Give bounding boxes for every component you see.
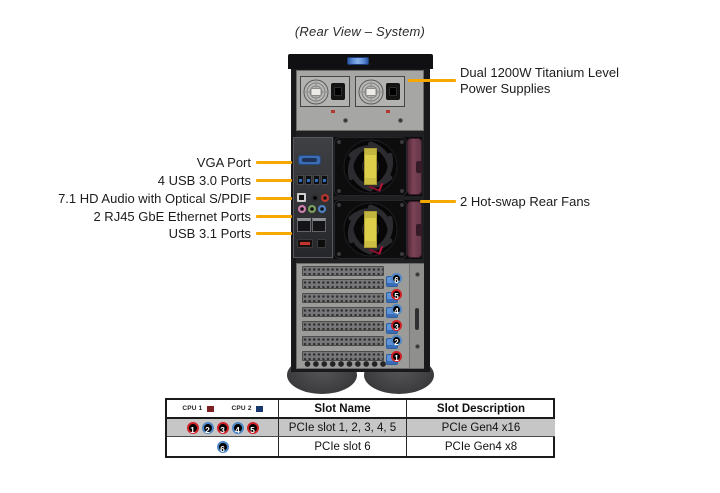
screw-icon — [343, 118, 348, 123]
callout-line — [256, 214, 292, 218]
callout-psu: Dual 1200W Titanium Level Power Supplies — [460, 65, 619, 97]
usb3-port-icon — [313, 175, 320, 185]
fan-warning-label — [364, 211, 377, 248]
callout-label: 7.1 HD Audio with Optical S/PDIF — [58, 190, 251, 206]
server-tower: 6 5 4 3 2 1 — [287, 54, 434, 394]
rear-fan-module — [333, 136, 423, 197]
psu-unit — [355, 76, 405, 113]
slot-number-badge: 1 — [186, 421, 199, 435]
usb3-port-icon — [321, 175, 328, 185]
callout-label: Dual 1200W Titanium Level — [460, 65, 619, 80]
usb31-port-icon — [297, 239, 313, 248]
usb3-port-icon — [305, 175, 312, 185]
pcie-slot-cover — [302, 336, 384, 346]
callout-line — [256, 231, 292, 235]
screw-icon — [415, 344, 420, 349]
slot-number-badge: 5 — [391, 289, 402, 301]
table-cell-slot-description: PCIe Gen4 x16 — [407, 419, 555, 437]
rail-slot — [415, 308, 419, 330]
rj45-port-icon — [297, 218, 311, 232]
pcie-slot-cover — [302, 279, 384, 289]
cpu2-color-swatch — [255, 405, 263, 412]
slot-number-badge: 2 — [391, 335, 402, 347]
callout-rj45: 2 RJ45 GbE Ethernet Ports — [93, 208, 292, 224]
pcie-slot-cover — [302, 293, 384, 303]
pcie-slot-cover — [302, 307, 384, 317]
slot-table: CPU 1 CPU 2 Slot Name Slot Description 1… — [165, 398, 555, 458]
slot-number-badge: 3 — [391, 320, 402, 332]
audio-jack-icon — [321, 194, 329, 202]
callout-label: USB 3.1 Ports — [168, 225, 251, 241]
psu-unit — [300, 76, 350, 113]
callout-usb31: USB 3.1 Ports — [169, 225, 292, 241]
psu-panel — [296, 70, 424, 131]
table-cell-slot-description: PCIe Gen4 x8 — [444, 440, 518, 453]
fan-warning-label — [364, 148, 377, 185]
callout-label: VGA Port — [196, 154, 251, 170]
table-cell-slot-name: PCIe slot 1, 2, 3, 4, 5 — [279, 419, 407, 437]
chassis-handle — [347, 57, 369, 65]
io-panel — [293, 137, 333, 258]
usb3-port-icon — [297, 175, 304, 185]
cpu2-legend-label: CPU 2 — [231, 405, 252, 412]
table-row-badges: 1 2 3 4 5 — [167, 419, 279, 437]
vga-port-icon — [298, 155, 321, 165]
screw-icon — [415, 272, 420, 277]
column-header-slot-name: Slot Name — [279, 400, 407, 419]
rj45-port-icon — [312, 218, 326, 232]
psu-switch — [331, 110, 335, 113]
callout-line — [256, 160, 292, 164]
slot-number-badge: 5 — [246, 421, 259, 435]
slot-number-badge: 4 — [231, 421, 244, 435]
psu-switch — [386, 110, 390, 113]
cpu-legend: CPU 1 CPU 2 — [167, 400, 279, 419]
optical-spdif-icon — [297, 193, 306, 202]
column-header-slot-description: Slot Description — [407, 400, 555, 419]
page-title: (Rear View – System) — [294, 24, 426, 39]
callout-line — [256, 196, 292, 200]
psu-fan-grille-icon — [303, 79, 329, 105]
table-row-badges: 6 — [167, 437, 279, 456]
callout-line — [256, 178, 292, 182]
slot-number-badge: 2 — [201, 421, 214, 435]
pcie-slot-panel: 6 5 4 3 2 1 — [296, 263, 424, 369]
cpu1-legend-label: CPU 1 — [182, 405, 203, 412]
rear-fan-module — [333, 199, 423, 260]
table-cell-slot-name: PCIe slot 6 — [279, 437, 407, 456]
screw-icon — [398, 118, 403, 123]
cpu1-color-swatch — [206, 405, 214, 412]
psu-fan-grille-icon — [358, 79, 384, 105]
chassis-rail — [409, 264, 424, 368]
pcie-slot-cover — [302, 321, 384, 331]
callout-label: 2 Hot-swap Rear Fans — [460, 194, 591, 209]
callout-usb30: 4 USB 3.0 Ports — [158, 172, 292, 188]
callout-label: 2 RJ45 GbE Ethernet Ports — [93, 208, 251, 224]
callout-line — [408, 79, 456, 82]
slot-number-badge: 4 — [391, 304, 402, 316]
audio-jack-icon — [298, 205, 306, 213]
pcie-slot-cover — [302, 266, 384, 276]
vent-holes — [304, 360, 388, 368]
callout-vga: VGA Port — [197, 154, 292, 170]
callout-fans: 2 Hot-swap Rear Fans — [460, 194, 590, 210]
usb31-port-icon — [317, 239, 326, 248]
slot-number-badge: 3 — [216, 421, 229, 435]
slot-number-badge: 6 — [216, 440, 229, 454]
callout-label: 4 USB 3.0 Ports — [157, 172, 251, 188]
audio-jack-icon — [318, 205, 326, 213]
audio-jack-icon — [308, 205, 316, 213]
callout-label: Power Supplies — [460, 81, 551, 96]
fan-handle — [407, 201, 422, 258]
fan-handle — [407, 138, 422, 195]
callout-line — [420, 200, 456, 203]
callout-audio: 7.1 HD Audio with Optical S/PDIF — [58, 190, 292, 206]
slot-number-badge: 6 — [391, 273, 402, 285]
slot-number-badge: 1 — [391, 351, 402, 363]
audio-jack-icon — [311, 194, 319, 202]
ac-inlet-icon — [331, 83, 345, 100]
ac-inlet-icon — [386, 83, 400, 100]
